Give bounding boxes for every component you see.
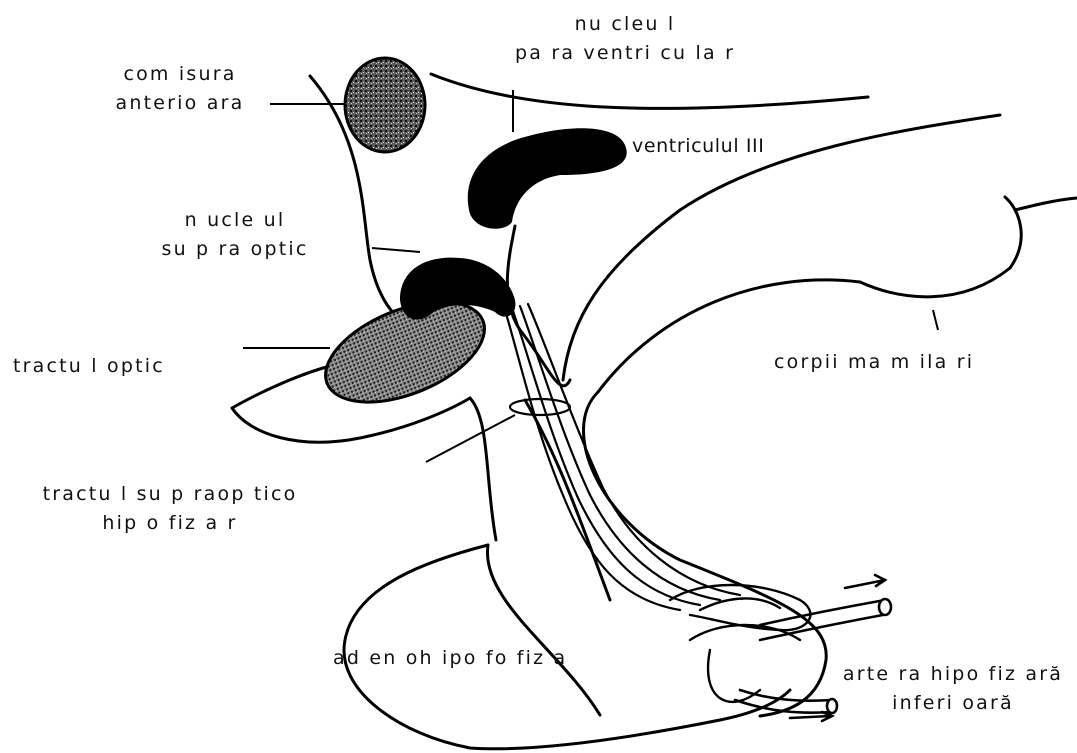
posterior-outline-upper xyxy=(563,115,1000,380)
label-comisura-anterioara: com isura anterio ara xyxy=(95,60,265,118)
label-supraoptico-line1: tractu l su p raop tico xyxy=(30,480,310,509)
stalk-left-outline xyxy=(470,398,496,540)
neurohypophysis-outline xyxy=(584,392,827,716)
anterior-commissure xyxy=(345,58,425,152)
stalk-inner-outline xyxy=(525,400,610,600)
label-tractul-supraoptico-hipofizar: tractu l su p raop tico hip o fiz a r xyxy=(30,480,310,538)
label-paraventricular-line2: pa ra ventri cu la r xyxy=(515,39,735,68)
pointer-corpii xyxy=(933,310,938,330)
mamillary-body-outline xyxy=(860,197,1021,297)
label-nucleul-supraoptic: n ucle ul su p ra optic xyxy=(150,206,320,264)
tract-fiber-1 xyxy=(505,310,680,610)
ventricle-roof-outline xyxy=(431,74,868,108)
pointer-supraoptico xyxy=(426,415,515,462)
label-paraventricular-line1: nu cleu l xyxy=(515,10,735,39)
label-artera-line1: arte ra hipo fiz ară xyxy=(838,660,1068,689)
label-supraoptic-line2: su p ra optic xyxy=(150,235,320,264)
capillary-branch xyxy=(690,625,800,640)
tract-ring xyxy=(510,399,570,415)
label-artera-hipofizara-inferioara: arte ra hipo fiz ară inferi oară xyxy=(838,660,1068,718)
artery-upper-opening xyxy=(879,599,891,615)
artery-upper-inner xyxy=(760,614,888,640)
label-comisura-line2: anterio ara xyxy=(95,89,265,118)
artery-arrow-top xyxy=(845,575,885,588)
label-supraoptico-line2: hip o fiz a r xyxy=(30,509,310,538)
artery-lower-opening xyxy=(827,699,837,713)
label-artera-line2: inferi oară xyxy=(838,689,1068,718)
label-adenohipofiza: ad en oh ipo fo fiz a xyxy=(333,644,567,673)
label-ventriculul-iii: ventriculul III xyxy=(632,132,764,161)
label-nucleul-paraventricular: nu cleu l pa ra ventri cu la r xyxy=(515,10,735,68)
label-comisura-line1: com isura xyxy=(95,60,265,89)
adenohypophysis-inner-outline xyxy=(487,545,600,715)
label-supraoptic-line1: n ucle ul xyxy=(150,206,320,235)
label-corpii-mamilari: corpii ma m ila ri xyxy=(774,348,974,377)
capillary-inner xyxy=(700,598,780,610)
tract-fiber-4 xyxy=(528,304,740,595)
pointer-supraoptic xyxy=(372,248,420,252)
label-tractul-optic: tractu l optic xyxy=(13,352,165,381)
tract-fiber-2 xyxy=(512,308,700,605)
brainstem-outline xyxy=(1015,198,1077,210)
artery-lower-inner xyxy=(735,700,832,713)
tract-fiber-3 xyxy=(520,306,720,600)
third-ventricle xyxy=(468,128,627,228)
